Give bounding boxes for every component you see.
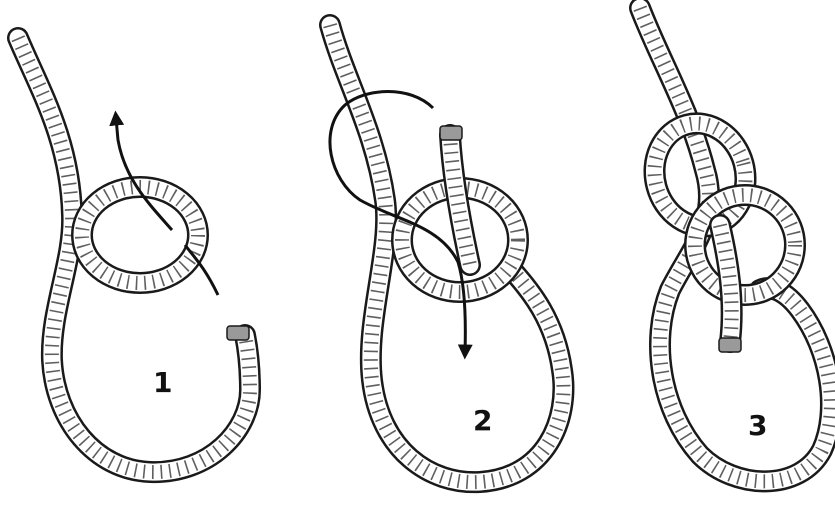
step-2-group: 2 xyxy=(330,25,563,482)
step-2-working-end xyxy=(450,135,470,265)
step-1-label: 1 xyxy=(153,366,172,399)
step-2-label: 2 xyxy=(473,404,492,437)
step-2-rope-end xyxy=(440,126,462,140)
step-3-label: 3 xyxy=(748,409,767,442)
step-1-small-loop xyxy=(82,187,198,283)
step-3-group: 3 xyxy=(640,8,831,481)
step-1-rope xyxy=(18,38,250,472)
step-3-rope-end xyxy=(719,338,741,352)
step-1-rope-end xyxy=(227,326,249,340)
step-3-working-end xyxy=(720,225,732,342)
step-1-group: 1 xyxy=(18,38,250,472)
